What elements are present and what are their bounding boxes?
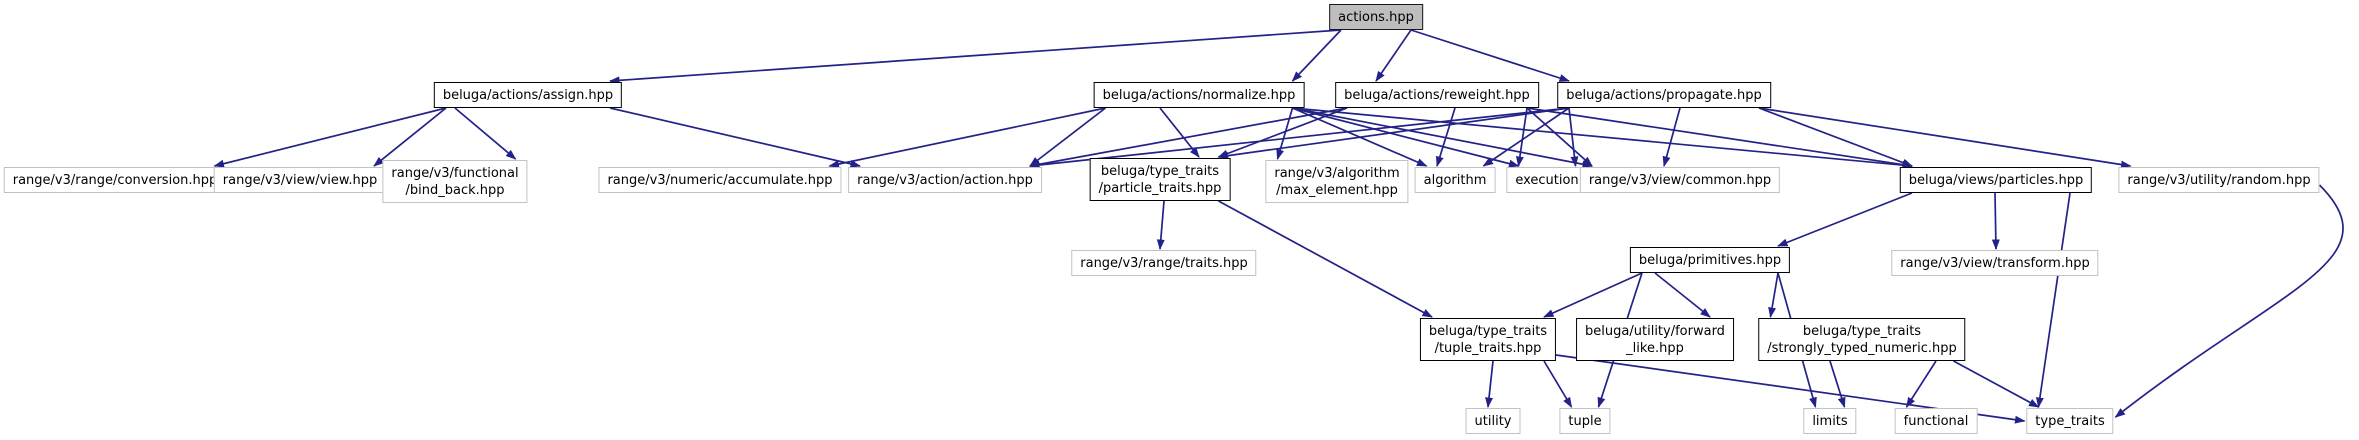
edge-normalize-particles [1292, 107, 1913, 170]
edge-propagate-common [1662, 107, 1681, 167]
node-common: range/v3/view/common.hpp [1579, 167, 1781, 193]
node-random: range/v3/utility/random.hpp [2118, 167, 2320, 193]
node-normalize[interactable]: beluga/actions/normalize.hpp [1093, 82, 1305, 108]
node-type_traits: type_traits [2026, 408, 2114, 434]
edge-tuple_traits-tuple [1543, 360, 1573, 408]
edge-normalize-accumulate [828, 107, 1106, 168]
edge-reweight-execution [1515, 107, 1528, 167]
edge-normalize-common [1292, 107, 1593, 169]
edge-assign-bind_back [454, 107, 517, 160]
edge-assign-view [373, 107, 447, 167]
node-limits: limits [1803, 408, 1857, 434]
edge-primitives-tuple_traits [1543, 272, 1643, 318]
edge-particles-type_traits [2035, 192, 2071, 408]
edge-primitives-strongly_typed [1768, 272, 1779, 318]
edge-reweight-common [1526, 107, 1593, 167]
edge-reweight-algorithm [1435, 107, 1456, 167]
node-particle_traits[interactable]: beluga/type_traits /particle_traits.hpp [1089, 158, 1231, 201]
edge-normalize-particle_traits [1159, 107, 1200, 158]
edge-strongly_typed-limits [1829, 360, 1846, 408]
edge-propagate-random [1758, 107, 2132, 169]
node-propagate[interactable]: beluga/actions/propagate.hpp [1557, 82, 1771, 108]
edge-normalize-algorithm [1292, 107, 1428, 167]
node-reweight[interactable]: beluga/actions/reweight.hpp [1335, 82, 1539, 108]
edge-particles-primitives [1777, 192, 1913, 247]
edge-reweight-particle_traits [1217, 107, 1348, 158]
node-actions: actions.hpp [1329, 4, 1423, 30]
edge-particles-transform [1991, 192, 2000, 250]
node-algorithm: algorithm [1414, 167, 1496, 193]
edge-normalize-execution [1292, 107, 1520, 168]
edge-tuple_traits-utility [1485, 360, 1494, 408]
node-particles[interactable]: beluga/views/particles.hpp [1899, 167, 2093, 193]
edge-actions-assign [609, 29, 1342, 85]
edge-assign-action [609, 107, 861, 168]
node-bind_back: range/v3/functional /bind_back.hpp [382, 160, 528, 203]
node-functional: functional [1894, 408, 1978, 434]
edge-strongly_typed-type_traits [1953, 360, 2040, 408]
node-action: range/v3/action/action.hpp [848, 167, 1042, 193]
edge-propagate-algorithm [1482, 107, 1570, 167]
node-utility: utility [1465, 408, 1521, 434]
edge-normalize-max_element [1276, 107, 1294, 160]
node-strongly_typed[interactable]: beluga/type_traits /strongly_typed_numer… [1758, 318, 1966, 361]
edge-particle_traits-range_traits [1156, 200, 1165, 250]
edge-primitives-forward_like [1654, 272, 1711, 318]
node-transform: range/v3/view/transform.hpp [1891, 250, 2099, 276]
node-forward_like[interactable]: beluga/utility/forward _like.hpp [1576, 318, 1734, 361]
edge-propagate-particles [1758, 107, 1913, 167]
edge-random-type_traits [2114, 184, 2344, 418]
node-primitives[interactable]: beluga/primitives.hpp [1629, 247, 1791, 273]
node-tuple: tuple [1559, 408, 1611, 434]
node-range_traits: range/v3/range/traits.hpp [1071, 250, 1257, 276]
node-max_element: range/v3/algorithm /max_element.hpp [1265, 160, 1409, 203]
edge-actions-normalize [1291, 29, 1342, 82]
node-assign[interactable]: beluga/actions/assign.hpp [433, 82, 623, 108]
edge-actions-propagate [1410, 29, 1570, 82]
node-accumulate: range/v3/numeric/accumulate.hpp [598, 167, 842, 193]
edge-propagate-particle_traits [1217, 107, 1570, 160]
node-execution: execution [1506, 167, 1588, 193]
edge-assign-conversion [213, 107, 447, 168]
edge-actions-reweight [1375, 29, 1412, 82]
edge-reweight-particles [1526, 107, 1913, 169]
node-conversion: range/v3/range/conversion.hpp [3, 167, 227, 193]
edge-strongly_typed-functional [1905, 360, 1937, 408]
node-view: range/v3/view/view.hpp [213, 167, 387, 193]
node-tuple_traits[interactable]: beluga/type_traits /tuple_traits.hpp [1419, 318, 1557, 361]
edge-propagate-execution [1568, 107, 1579, 167]
